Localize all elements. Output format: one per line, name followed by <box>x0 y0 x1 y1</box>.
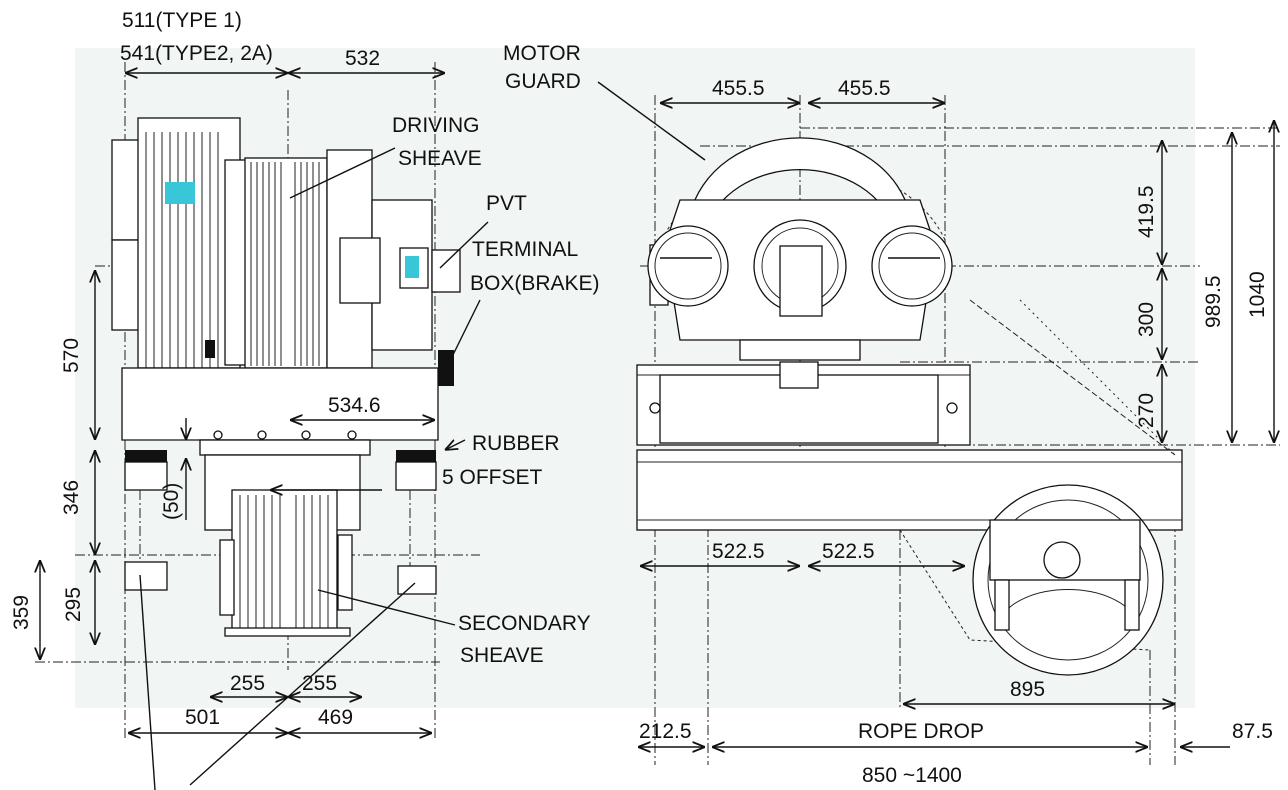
label-secondary-sheave-2: SHEAVE <box>460 644 544 667</box>
dim-522-5-right: 522.5 <box>822 540 875 563</box>
rubber-pad-left <box>125 450 167 462</box>
label-rubber: RUBBER <box>472 432 560 455</box>
label-motor-guard-1: MOTOR <box>503 42 581 65</box>
label-terminal-box-1: TERMINAL <box>472 238 578 261</box>
label-rope-drop: ROPE DROP <box>858 720 984 743</box>
dim-255-right: 255 <box>302 672 337 695</box>
dim-359: 359 <box>10 595 33 630</box>
dim-455-5-left: 455.5 <box>712 77 765 100</box>
dim-295: 295 <box>62 587 85 622</box>
dim-1040: 1040 <box>1246 271 1269 318</box>
dimension-lines <box>40 73 1274 790</box>
rubber-pad-right <box>396 450 436 462</box>
dim-346: 346 <box>60 480 83 515</box>
dim-501: 501 <box>185 706 220 729</box>
dim-type1: 511(TYPE 1) <box>122 9 242 32</box>
dim-300: 300 <box>1135 302 1158 337</box>
dim-419-5: 419.5 <box>1135 185 1158 238</box>
dim-type2: 541(TYPE2, 2A) <box>120 42 273 65</box>
dim-522-5-left: 522.5 <box>712 540 765 563</box>
label-rope-drop-range: 850 ~1400 <box>862 764 962 787</box>
dim-255-left: 255 <box>230 672 265 695</box>
dim-989-5: 989.5 <box>1202 275 1225 328</box>
secondary-sheave <box>204 454 361 637</box>
dim-212-5: 212.5 <box>639 720 692 743</box>
label-terminal-box-2: BOX(BRAKE) <box>470 272 600 295</box>
dim-532: 532 <box>345 47 380 70</box>
motor <box>111 117 248 369</box>
brake-drum-right <box>871 225 953 307</box>
label-driving-sheave-1: DRIVING <box>392 114 480 137</box>
front-bed <box>636 361 971 446</box>
side-view <box>35 62 480 740</box>
dim-50: (50) <box>160 483 183 520</box>
brake-assembly <box>339 199 461 386</box>
label-secondary-sheave-1: SECONDARY <box>458 612 591 635</box>
dim-570: 570 <box>60 338 83 373</box>
dim-895: 895 <box>1010 678 1045 701</box>
brake-drum-left <box>647 225 729 307</box>
label-driving-sheave-2: SHEAVE <box>398 147 482 170</box>
secondary-sheave-front <box>899 484 1164 676</box>
label-pvt: PVT <box>486 192 527 215</box>
bed-frame <box>121 367 439 456</box>
dim-270: 270 <box>1135 393 1158 428</box>
dim-469: 469 <box>318 706 353 729</box>
front-view <box>636 95 1280 765</box>
machine-housing <box>647 199 953 361</box>
dim-87-5: 87.5 <box>1232 720 1273 743</box>
label-motor-guard-2: GUARD <box>505 70 581 93</box>
dim-534-6: 534.6 <box>328 394 381 417</box>
dim-455-5-right: 455.5 <box>838 77 891 100</box>
label-offset: 5 OFFSET <box>442 466 543 489</box>
